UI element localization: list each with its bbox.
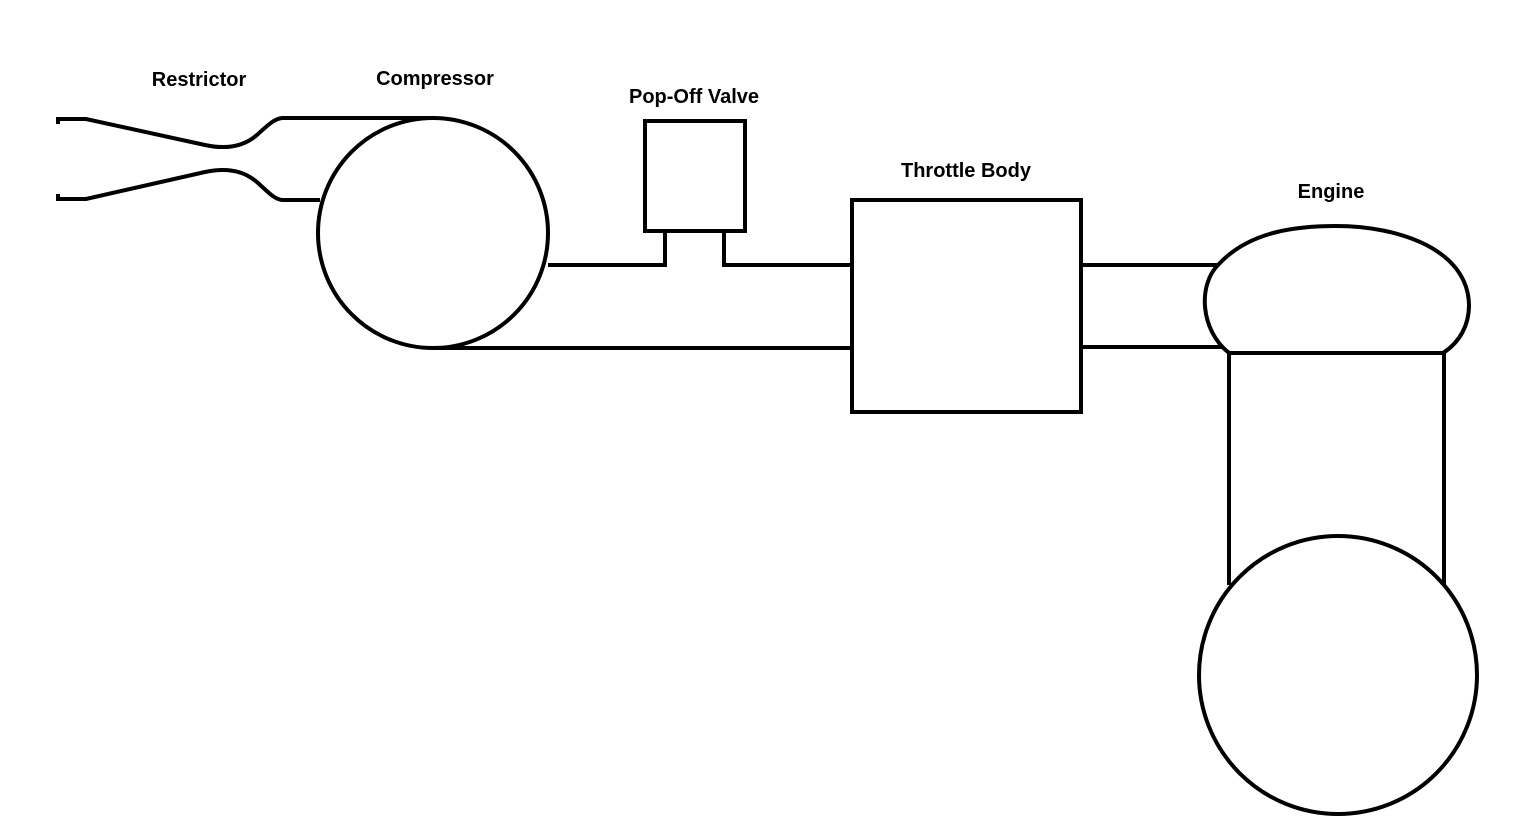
engine-plenum xyxy=(1202,223,1472,355)
pipe-upper-wall-right xyxy=(722,231,852,267)
manifold-pipe xyxy=(1081,263,1222,349)
restrictor-top-wall xyxy=(56,116,434,150)
pipe-upper-wall xyxy=(548,231,667,267)
throttle-body xyxy=(850,198,1083,414)
restrictor-bottom-wall xyxy=(56,167,320,202)
compressor xyxy=(316,116,550,350)
compressor-label: Compressor xyxy=(376,68,494,90)
engine xyxy=(1197,223,1479,816)
throttle-body-label: Throttle Body xyxy=(901,160,1032,182)
restrictor-label: Restrictor xyxy=(152,69,247,91)
pop-off-valve xyxy=(643,119,747,233)
restrictor xyxy=(56,116,434,202)
engine-label: Engine xyxy=(1298,181,1365,203)
intake-pipe xyxy=(433,231,852,350)
engine-cylinder xyxy=(1197,534,1479,816)
pop-off-valve-label: Pop-Off Valve xyxy=(629,86,759,108)
